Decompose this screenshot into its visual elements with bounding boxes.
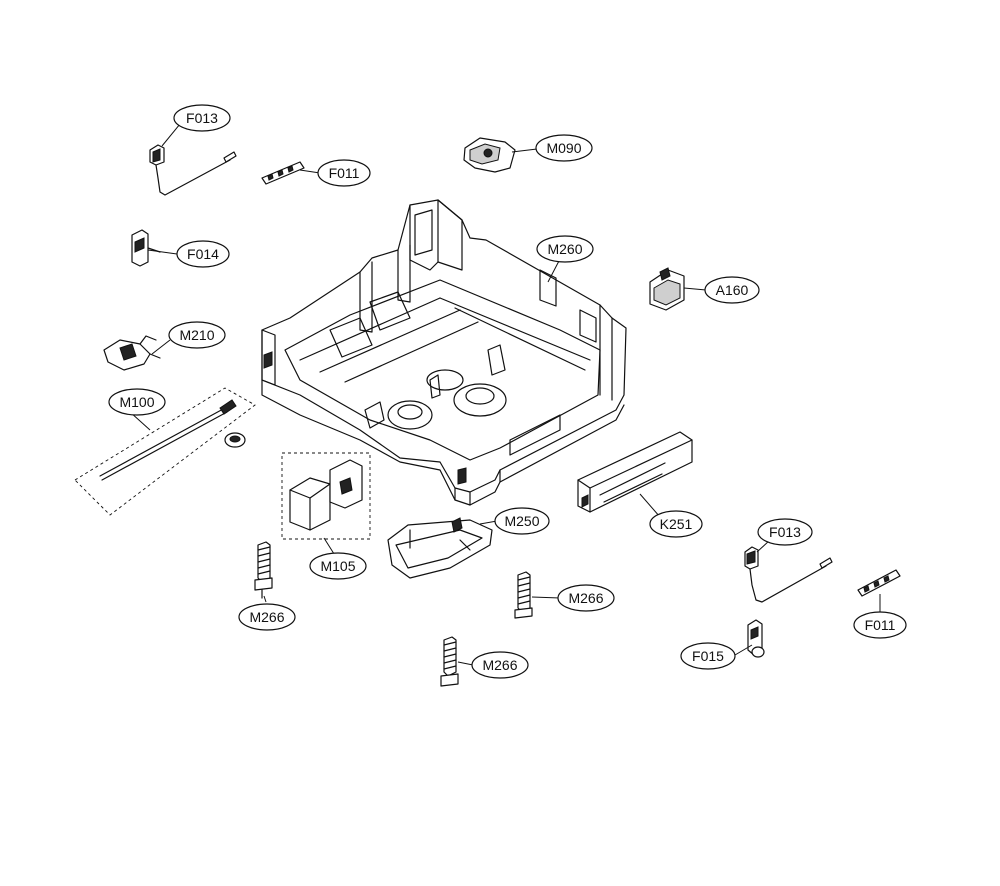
switch-bar-part-right (857, 569, 901, 597)
svg-text:F015: F015 (692, 648, 724, 664)
svg-text:M266: M266 (249, 609, 284, 625)
callout-k251: K251 (649, 510, 703, 538)
callout-m100: M100 (108, 388, 166, 416)
callout-f013-top: F013 (173, 104, 231, 132)
screw-part-bottom (440, 636, 459, 687)
callout-f011-top: F011 (317, 159, 371, 187)
rod-assembly-part-m100 (74, 387, 256, 516)
callout-m266-bottom: M266 (471, 651, 529, 679)
leader-lines (129, 123, 881, 666)
callout-m210: M210 (168, 321, 226, 349)
float-switch-part-right (744, 546, 833, 603)
svg-text:M250: M250 (504, 513, 539, 529)
svg-text:M090: M090 (546, 140, 581, 156)
svg-text:F014: F014 (187, 246, 219, 262)
svg-text:M260: M260 (547, 241, 582, 257)
svg-text:F011: F011 (329, 165, 360, 181)
pump-assembly-part (463, 137, 516, 173)
callout-a160: A160 (704, 276, 760, 304)
svg-text:M210: M210 (179, 327, 214, 343)
svg-text:M266: M266 (482, 657, 517, 673)
callout-f015: F015 (680, 642, 736, 670)
svg-text:F013: F013 (186, 110, 218, 126)
hinge-part-m210 (103, 335, 161, 371)
svg-text:K251: K251 (660, 516, 693, 532)
callout-m266-left: M266 (238, 603, 296, 631)
svg-text:A160: A160 (716, 282, 749, 298)
svg-text:F011: F011 (865, 617, 896, 633)
float-switch-part-top (149, 144, 237, 196)
callout-m090: M090 (535, 134, 593, 162)
tray-part-m250 (387, 517, 493, 579)
bracket-part-f015 (747, 619, 765, 658)
callout-m260: M260 (536, 235, 594, 263)
svg-text:F013: F013 (769, 524, 801, 540)
callout-f011-right: F011 (853, 611, 907, 639)
callout-f013-right: F013 (757, 518, 813, 546)
base-frame-part (261, 199, 627, 506)
svg-text:M266: M266 (568, 590, 603, 606)
callout-m266-mid: M266 (557, 584, 615, 612)
svg-text:M100: M100 (119, 394, 154, 410)
callout-f014: F014 (176, 240, 230, 268)
screw-part-mid (514, 571, 533, 619)
switch-bar-part-top (261, 161, 305, 185)
front-panel-part-k251 (577, 431, 693, 513)
bracket-part-f014 (131, 229, 161, 267)
screw-part-left (254, 541, 273, 599)
callout-m105: M105 (309, 552, 367, 580)
callout-m250: M250 (494, 507, 550, 535)
block-part-m105 (281, 452, 371, 540)
svg-text:M105: M105 (320, 558, 355, 574)
sensor-part-a160 (649, 267, 685, 311)
